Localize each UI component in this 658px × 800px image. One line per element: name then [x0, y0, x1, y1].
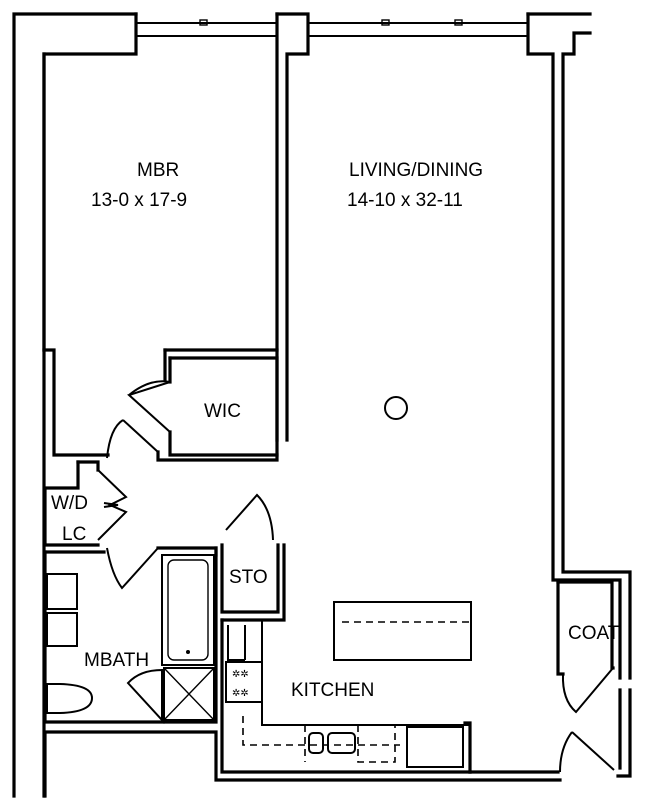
sto-closet — [214, 493, 286, 622]
room-label-living-dining: LIVING/DINING — [349, 160, 484, 181]
sink-1 — [46, 573, 78, 610]
kitchen: ✲✲ ✲✲ — [220, 601, 472, 774]
room-label-wic: WIC — [204, 401, 241, 422]
room-label-mbr: MBR — [137, 160, 180, 181]
room-label-wd: W/D — [51, 493, 88, 514]
kitchen-sink — [308, 732, 324, 754]
coat-closet — [468, 580, 615, 774]
room-dimensions-living-dining: 14-10 x 32-11 — [347, 190, 463, 211]
svg-text:✲✲: ✲✲ — [232, 669, 249, 680]
mbr-door — [106, 419, 159, 459]
room-dimensions-mbr: 13-0 x 17-9 — [91, 190, 188, 211]
svg-text:✲✲: ✲✲ — [232, 688, 249, 699]
wic-closet — [127, 356, 279, 462]
bathtub — [161, 554, 215, 666]
room-label-lc: LC — [62, 524, 87, 545]
room-label-coat: COAT — [568, 623, 620, 644]
structural-column — [384, 396, 408, 420]
toilet — [46, 683, 94, 714]
exterior-walls — [12, 12, 632, 798]
room-label-sto: STO — [229, 567, 268, 588]
mbr-walls — [42, 52, 279, 457]
room-label-mbath: MBATH — [84, 650, 150, 671]
mbath-walls — [43, 546, 218, 724]
room-label-kitchen: KITCHEN — [291, 680, 375, 701]
shower — [163, 667, 215, 721]
range — [225, 661, 263, 703]
mbath-door — [106, 547, 159, 590]
wd-lc-closet — [43, 460, 128, 547]
kitchen-island — [333, 601, 472, 661]
refrigerator — [406, 726, 464, 768]
lower-left-walls — [43, 730, 562, 798]
sink-2 — [46, 612, 78, 647]
